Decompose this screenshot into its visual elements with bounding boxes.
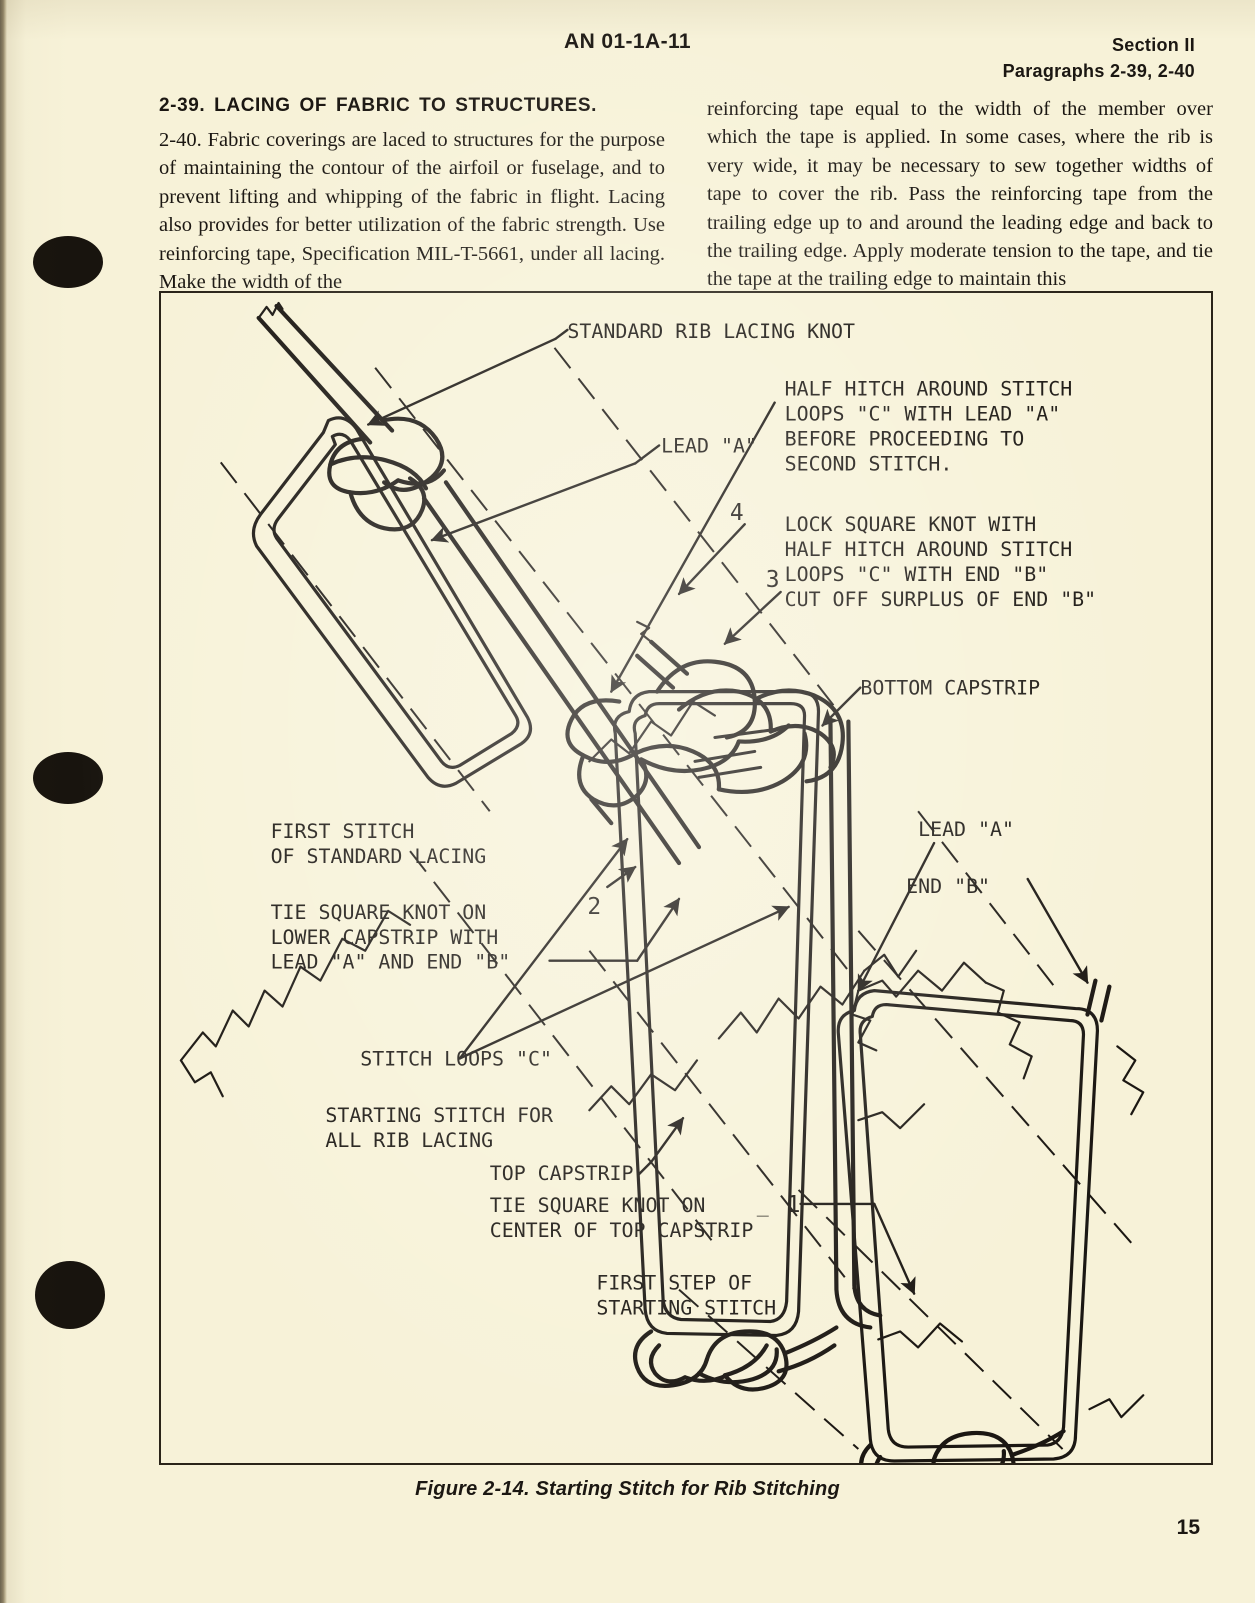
label-dash-before-one: _ xyxy=(757,1194,769,1217)
figure-frame: STANDARD RIB LACING KNOT LEAD "A" HALF H… xyxy=(159,291,1213,1465)
step-number-3: 3 xyxy=(766,567,780,593)
label-half-hitch-line-2: LOOPS "C" WITH LEAD "A" xyxy=(785,403,1061,426)
label-tie-square-knot-center-line-2: CENTER OF TOP CAPSTRIP xyxy=(490,1219,754,1242)
label-tie-square-knot-lower-line-1: TIE SQUARE KNOT ON xyxy=(271,901,487,924)
lock-square-knot xyxy=(565,620,845,808)
upper-left-lacing-diagram xyxy=(179,301,702,1098)
document-number: AN 01-1A-11 xyxy=(564,30,691,53)
punch-hole-icon xyxy=(33,236,103,288)
label-stitch-loops-c: STITCH LOOPS "C" xyxy=(360,1047,552,1070)
label-half-hitch-line-3: BEFORE PROCEEDING TO xyxy=(785,427,1025,450)
label-tie-square-knot-center-line-1: TIE SQUARE KNOT ON xyxy=(490,1194,706,1217)
step-number-1: 1 xyxy=(787,1192,801,1218)
label-lead-a-top: LEAD "A" xyxy=(661,434,757,457)
header-right-block: Section II Paragraphs 2-39, 2-40 xyxy=(1003,32,1195,84)
label-bottom-capstrip: BOTTOM CAPSTRIP xyxy=(860,677,1040,700)
label-starting-stitch-line-1: STARTING STITCH FOR xyxy=(325,1104,553,1127)
label-tie-square-knot-lower-line-3: LEAD "A" AND END "B" xyxy=(271,951,511,974)
lower-right-lacing-diagram xyxy=(836,961,1145,1463)
left-column: 2-39. LACING OF FABRIC TO STRUCTURES. 2-… xyxy=(159,95,665,296)
bottom-square-knot-center xyxy=(632,1325,839,1392)
label-starting-stitch-line-2: ALL RIB LACING xyxy=(325,1129,493,1152)
paragraph-2-40-continued: reinforcing tape equal to the width of t… xyxy=(707,98,1213,291)
label-first-stitch-line-2: OF STANDARD LACING xyxy=(271,845,487,868)
label-first-step-line-2: STARTING STITCH xyxy=(596,1297,776,1320)
bottom-square-knot-right xyxy=(859,1429,1066,1463)
label-lock-square-knot-line-3: LOOPS "C" WITH END "B" xyxy=(785,563,1049,586)
right-column: reinforcing tape equal to the width of t… xyxy=(707,95,1213,296)
section-label: Section II xyxy=(1111,35,1195,55)
label-first-step-line-1: FIRST STEP OF xyxy=(596,1272,752,1295)
label-lead-a-right: LEAD "A" xyxy=(918,818,1014,841)
label-lock-square-knot-line-2: HALF HITCH AROUND STITCH xyxy=(785,538,1073,561)
body-columns: 2-39. LACING OF FABRIC TO STRUCTURES. 2-… xyxy=(159,95,1213,296)
punch-hole-icon xyxy=(33,752,103,804)
figure-caption: Figure 2-14. Starting Stitch for Rib Sti… xyxy=(415,1478,840,1500)
scan-edge-artifact xyxy=(0,0,7,1603)
label-tie-square-knot-lower-line-2: LOWER CAPSTRIP WITH xyxy=(271,926,499,949)
page-number: 15 xyxy=(1176,1516,1200,1539)
label-standard-rib-lacing-knot: STANDARD RIB LACING KNOT xyxy=(567,320,855,343)
label-end-b-right: END "B" xyxy=(906,875,990,898)
step-number-2: 2 xyxy=(587,894,601,920)
paragraph-2-40: 2-40. Fabric coverings are laced to stru… xyxy=(159,129,665,294)
leader-lines xyxy=(366,328,1089,1295)
label-lock-square-knot-line-1: LOCK SQUARE KNOT WITH xyxy=(785,513,1037,536)
label-first-stitch-line-1: FIRST STITCH xyxy=(271,820,415,843)
label-top-capstrip: TOP CAPSTRIP xyxy=(490,1162,634,1185)
paragraphs-label: Paragraphs 2-39, 2-40 xyxy=(1002,61,1195,81)
step-number-4: 4 xyxy=(730,500,744,526)
punch-hole-icon xyxy=(35,1261,105,1329)
figure-2-14-illustration: STANDARD RIB LACING KNOT LEAD "A" HALF H… xyxy=(179,301,1145,1463)
section-heading: 2-39. LACING OF FABRIC TO STRUCTURES. xyxy=(159,95,597,116)
figure-labels: STANDARD RIB LACING KNOT LEAD "A" HALF H… xyxy=(271,320,1097,1320)
label-half-hitch-line-4: SECOND STITCH. xyxy=(785,452,953,475)
label-half-hitch-line-1: HALF HITCH AROUND STITCH xyxy=(785,378,1073,401)
label-lock-square-knot-line-4: CUT OFF SURPLUS OF END "B" xyxy=(785,588,1097,611)
